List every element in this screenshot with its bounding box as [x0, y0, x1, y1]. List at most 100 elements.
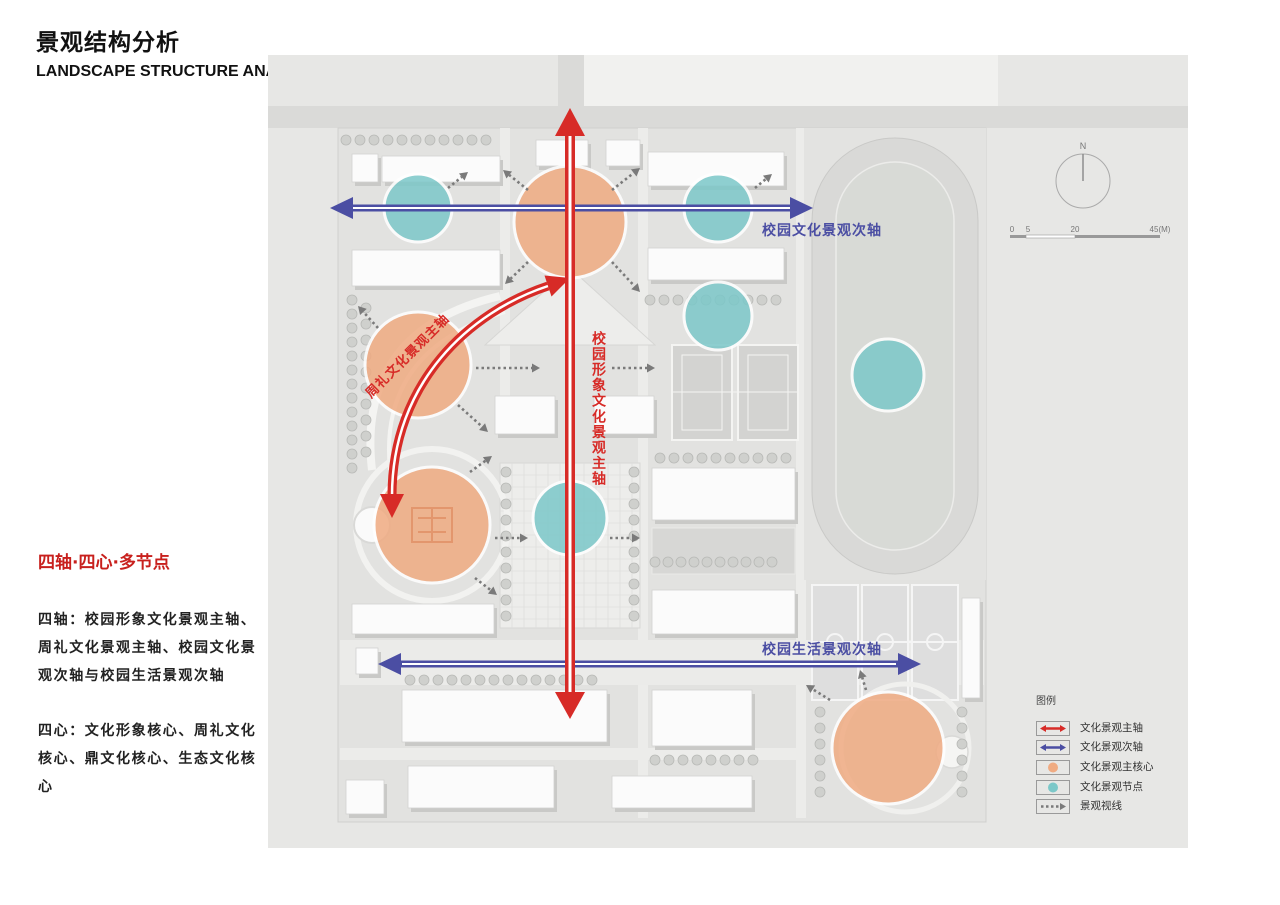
tree [705, 754, 717, 766]
campus-culture-axis-label: 校园文化景观次轴 [762, 223, 882, 239]
tree [752, 452, 764, 464]
sightline-arrowhead [458, 172, 468, 181]
tree [733, 754, 745, 766]
legend-label: 文化景观节点 [1080, 781, 1143, 794]
tree [766, 452, 778, 464]
tree [814, 722, 826, 734]
sightline-dash [754, 178, 767, 190]
tree [727, 556, 739, 568]
tree [500, 610, 512, 622]
campus-image-axis-label: 校园形象文化景观主轴 [590, 331, 606, 487]
legend-item-node: 文化景观节点 [1036, 780, 1143, 795]
dashed-arrow-icon [1036, 799, 1070, 814]
tree [500, 530, 512, 542]
tree [780, 452, 792, 464]
tree [500, 546, 512, 558]
sightline-arrow [505, 261, 529, 284]
tree [724, 452, 736, 464]
legend-label: 文化景观主核心 [1080, 761, 1154, 774]
main-core-circle [830, 690, 946, 806]
zhouli-main-axis [380, 275, 570, 518]
arrowhead-end [380, 494, 404, 518]
tree [740, 556, 752, 568]
walkway [638, 128, 648, 818]
tree [346, 294, 358, 306]
tree [530, 674, 542, 686]
tree [346, 434, 358, 446]
tree [714, 556, 726, 568]
cores-description: 四心：文化形象核心、周礼文化核心、鼎文化核心、生态文化核心 [38, 723, 257, 795]
orange-circle-icon [1036, 760, 1070, 775]
sightline-arrow [612, 363, 655, 373]
tree [675, 556, 687, 568]
legend-item-secondary-axis: 文化景观次轴 [1036, 740, 1143, 755]
building [351, 603, 495, 635]
axes-description: 四轴：校园形象文化景观主轴、周礼文化景观主轴、校园文化景观次轴与校园生活景观次轴 [38, 612, 257, 684]
building [345, 779, 385, 815]
tree [628, 498, 640, 510]
tree [628, 546, 640, 558]
sightline-arrow [457, 404, 488, 432]
tree [710, 452, 722, 464]
tree [502, 674, 514, 686]
tree [628, 578, 640, 590]
sightline-arrowhead [631, 283, 640, 292]
tree [649, 556, 661, 568]
tree [446, 674, 458, 686]
tree [466, 134, 478, 146]
tree [460, 674, 472, 686]
trees [340, 134, 968, 798]
sightline-dash [509, 261, 529, 280]
tree [691, 754, 703, 766]
legend-item-main-axis: 文化景观主轴 [1036, 721, 1143, 736]
tree [346, 406, 358, 418]
tree [346, 308, 358, 320]
sightline-arrow [857, 670, 868, 691]
tree [814, 770, 826, 782]
building [605, 139, 641, 167]
building [651, 589, 796, 635]
sightline-arrow [474, 576, 497, 595]
main-core-circle [363, 310, 473, 420]
sightline-arrowhead [358, 306, 367, 315]
sightline-arrow [503, 170, 529, 192]
sightline-arrow [469, 456, 492, 474]
tree [432, 674, 444, 686]
tree [340, 134, 352, 146]
building [407, 765, 555, 809]
building [593, 395, 655, 435]
arrowhead-bottom [555, 692, 585, 719]
building [351, 153, 379, 183]
building [647, 247, 785, 281]
tree [346, 322, 358, 334]
tree [628, 514, 640, 526]
tree [354, 134, 366, 146]
buildings [345, 139, 983, 818]
scale-segment [1025, 234, 1076, 239]
scale-tick-label: 5 [1026, 225, 1031, 234]
tree [346, 378, 358, 390]
page-subtitle: LANDSCAPE STRUCTURE ANALYSIS [36, 63, 322, 80]
sightlines [358, 168, 868, 702]
sightline-arrow [806, 685, 831, 702]
red-double-arrow-icon [1036, 721, 1070, 736]
sightline-arrow [476, 363, 540, 373]
sightline-arrowhead [630, 168, 640, 177]
tree [770, 294, 782, 306]
legend-label: 文化景观次轴 [1080, 741, 1143, 754]
sightline-dash [611, 261, 636, 288]
tree [474, 674, 486, 686]
building [355, 647, 379, 675]
tree [488, 674, 500, 686]
tree [360, 318, 372, 330]
campus-life-secondary-axis [378, 653, 921, 675]
page-title: 景观结构分析 [36, 30, 180, 56]
tree [360, 398, 372, 410]
sightline-arrow [447, 172, 468, 190]
tree [956, 738, 968, 750]
tree [424, 134, 436, 146]
tree [747, 754, 759, 766]
north-block [584, 55, 998, 107]
sightline-arrow [611, 168, 640, 192]
campus-life-axis-label: 校园生活景观次轴 [762, 642, 882, 658]
